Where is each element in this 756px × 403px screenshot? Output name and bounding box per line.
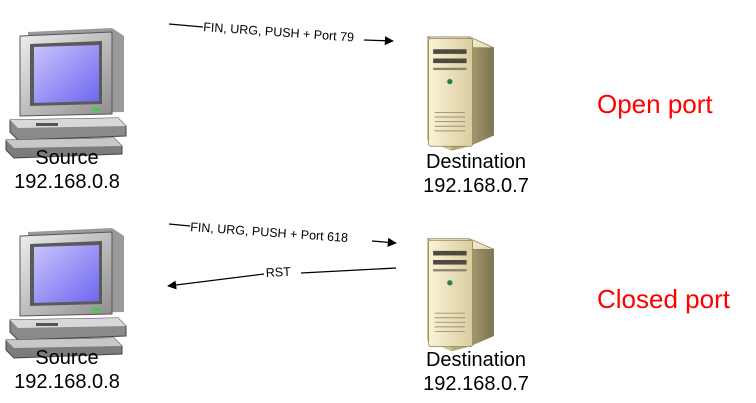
destination-ip: 192.168.0.7: [423, 175, 529, 197]
result-label: Open port: [597, 89, 713, 119]
source-ip: 192.168.0.8: [14, 171, 120, 193]
destination-name: Destination: [425, 151, 527, 173]
outgoing-message-label: FIN, URG, PUSH + Port 618: [190, 220, 349, 245]
source-name: Source: [35, 147, 99, 169]
source-computer-icon: [5, 27, 127, 159]
reply-message-label: RST: [265, 265, 291, 280]
destination-server-icon: [426, 238, 495, 352]
destination-ip: 192.168.0.7: [423, 373, 529, 395]
source-node-label: Source 192.168.0.8: [0, 346, 134, 394]
destination-node-label: Destination 192.168.0.7: [404, 348, 548, 396]
reply-arrow: RST: [167, 265, 397, 290]
outgoing-arrow: FIN, URG, PUSH + Port 79: [168, 20, 394, 46]
outgoing-message-label: FIN, URG, PUSH + Port 79: [203, 20, 355, 45]
destination-name: Destination: [425, 349, 527, 371]
outgoing-arrow: FIN, URG, PUSH + Port 618: [168, 220, 397, 247]
destination-node-label: Destination 192.168.0.7: [404, 150, 548, 198]
result-label: Closed port: [597, 284, 730, 314]
source-name: Source: [35, 347, 99, 369]
source-ip: 192.168.0.8: [14, 371, 120, 393]
source-computer-icon: [5, 227, 127, 359]
destination-server-icon: [426, 36, 495, 152]
source-node-label: Source 192.168.0.8: [0, 146, 134, 194]
